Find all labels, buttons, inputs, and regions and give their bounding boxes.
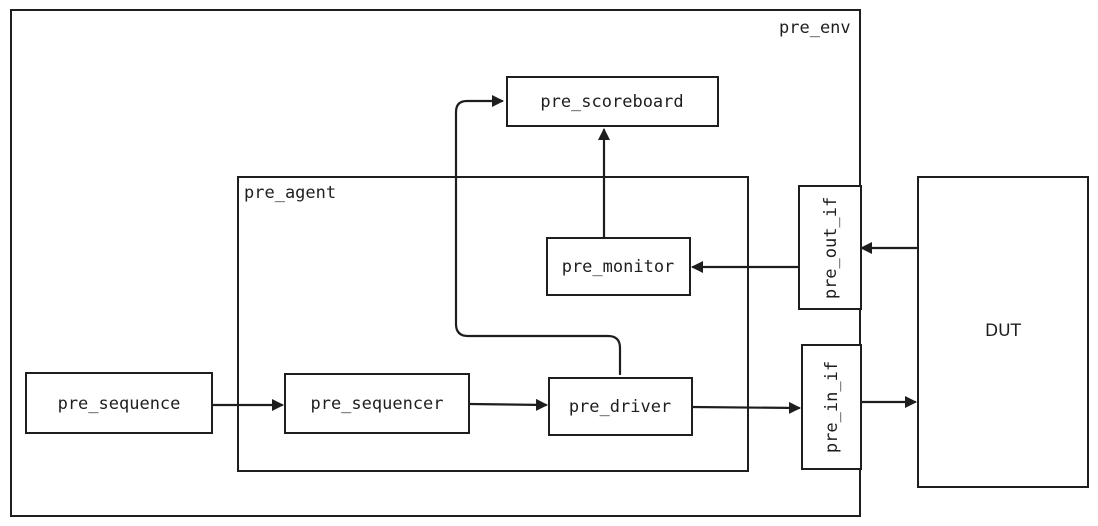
arrow-driver-to-scoreboard <box>454 95 622 376</box>
monitor-label: pre_monitor <box>562 257 675 277</box>
sequence-label: pre_sequence <box>58 394 181 414</box>
monitor-block[interactable]: pre_monitor <box>546 237 691 296</box>
agent-label: pre_agent <box>244 183 336 203</box>
arrow-sequencer-to-driver <box>468 398 548 411</box>
in-if-block[interactable]: pre_in_if <box>801 344 862 470</box>
in-if-label: pre_in_if <box>822 361 842 453</box>
driver-block[interactable]: pre_driver <box>548 377 693 436</box>
sequence-block[interactable]: pre_sequence <box>25 372 213 434</box>
connectors <box>210 95 919 414</box>
dut-label: DUT <box>985 321 1022 341</box>
dut-block[interactable]: DUT <box>917 176 1089 488</box>
env-label: pre_env <box>779 18 851 38</box>
scoreboard-block[interactable]: pre_scoreboard <box>506 76 719 127</box>
out-if-label: pre_out_if <box>821 197 841 299</box>
scoreboard-label: pre_scoreboard <box>540 92 683 112</box>
sequencer-block[interactable]: pre_sequencer <box>284 373 470 434</box>
env-container: pre_env <box>10 9 861 517</box>
out-if-block[interactable]: pre_out_if <box>798 185 862 310</box>
agent-container: pre_agent <box>237 176 749 472</box>
driver-label: pre_driver <box>569 397 671 417</box>
sequencer-label: pre_sequencer <box>310 394 443 414</box>
arrow-driver-to-in-if <box>690 401 801 414</box>
